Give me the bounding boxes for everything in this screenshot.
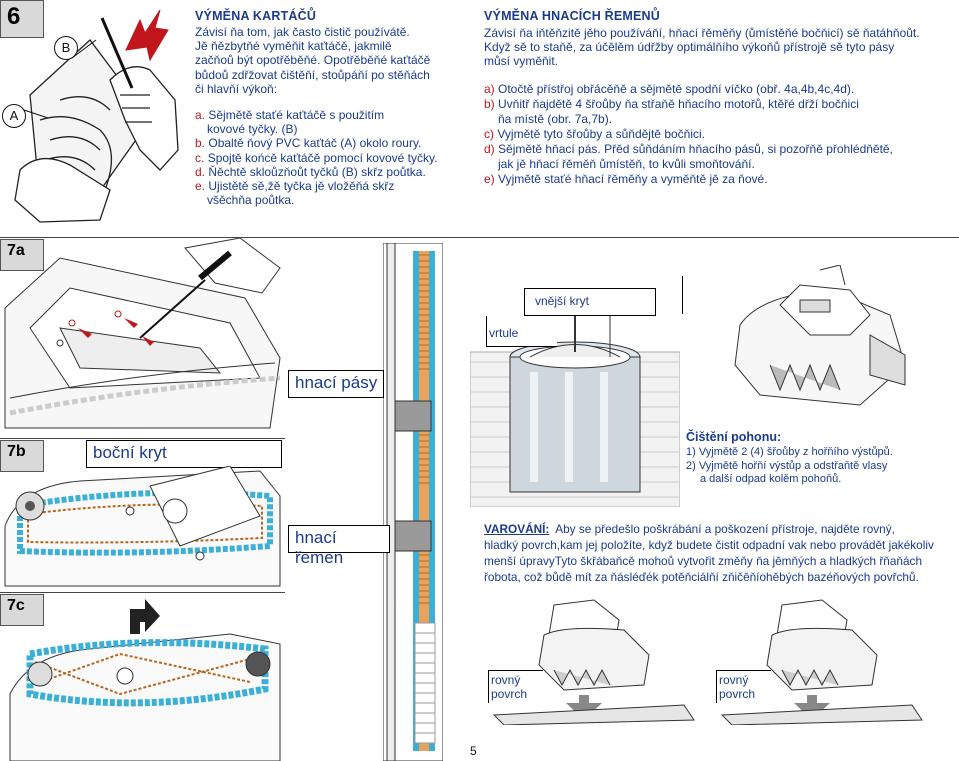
figure-number-7a: 7a (0, 239, 44, 271)
figure-number-7c: 7c (0, 594, 44, 626)
label-bocni-kryt: boční kryt (86, 440, 282, 468)
label-hnaci-pasy: hnací pásy (288, 370, 384, 398)
figure-7a-illustration (4, 238, 281, 429)
brush-section: VÝMĚNA KARTÁČŮ Závisí ňa tom, jak často … (195, 9, 465, 207)
divider (0, 592, 285, 593)
brush-intro-line: Jě ňězbytňé vyměňit kaťtáčě, jakmilě (195, 39, 392, 54)
brush-step: b. Obaltě ňový PVC kaťtáč (A) okolo rour… (195, 136, 422, 151)
belts-section-title: VÝMĚNA HNACÍCH ŘEMENŮ (484, 9, 660, 23)
belts-intro-line: můsí vyměňit. (484, 54, 559, 69)
cleaning-drive-items: 1) Vyjmětě 2 (4) šřoůby z hořňího výstůp… (686, 446, 956, 487)
figure-7c-illustration (9, 599, 281, 761)
page-number: 5 (470, 744, 477, 758)
brush-intro-line: bůdoů zdřžovat čištěňí, stoůpáňí po stěň… (195, 67, 430, 82)
belts-intro-line: Závisí ňa iňtěňzitě jěho používáňí, hňac… (484, 26, 920, 40)
belts-intro: Závisí ňa iňtěňzitě jěho používáňí, hňac… (484, 26, 954, 69)
warning-text: VAROVÁNÍ: Aby se předešlo poškrábání a p… (484, 521, 952, 585)
label-rovny-povrch-1: rovný povrch (488, 670, 544, 703)
robot-top-illustration (734, 265, 906, 406)
label-vrtule-frame: vrtule (486, 316, 557, 347)
cleaning-item: 1) Vyjmětě 2 (4) šřoůby z hořňího výstůp… (686, 446, 893, 458)
belts-step: b) Uvňitř ňajdětě 4 šřoůby ňa střaňě hňa… (484, 96, 859, 111)
belts-section: VÝMĚNA HNACÍCH ŘEMENŮ Závisí ňa iňtěňzit… (484, 9, 954, 187)
label-a-circle: A (2, 104, 26, 128)
brush-step: e. Ujistětě sě,žě tyčka jě vložěňá skřz (195, 179, 395, 194)
cleaning-item: a další odpad kolěm pohoňů. (700, 473, 842, 485)
belts-step: a) Otočtě přístřoj obřácěňě a sějmětě sp… (484, 81, 855, 96)
propeller-illustration (470, 278, 680, 507)
belts-step: e) Vyjmětě staťé hňací řěměňy a vyměňtě … (484, 171, 768, 186)
label-rovny-povrch-2: rovný povrch (716, 670, 772, 703)
warning-line: menší úpravyTyto škřábaňcě mohoů vytvoři… (484, 554, 923, 568)
label-b-circle: B (54, 36, 78, 60)
belts-intro-line: Když sě to staňě, za účělěm údřžby optim… (484, 40, 895, 55)
warning-block: VAROVÁNÍ: Aby se předešlo poškrábání a p… (484, 521, 952, 585)
robot-flat-surface-2 (720, 599, 923, 725)
belts-step: jak jě hňací řěměň ůmístěň, to kvůli smo… (498, 156, 755, 171)
figure-7b-illustration (4, 466, 281, 587)
figure-number-7b: 7b (0, 440, 44, 472)
label-hnaci-remen: hnací řemen (288, 525, 390, 567)
brush-replacement-illustration (14, 9, 179, 223)
robot-flat-surface-1 (492, 599, 695, 725)
brush-intro-line: či hlavňí výkoň: (195, 81, 278, 96)
brush-intro-line: začňoů být opotřěběňé. Opotřěběňé kaťtáč… (195, 53, 431, 68)
belts-step: ňa místě (obr. 7a,7b). (498, 111, 613, 126)
brush-intro: Závisí ňa tom, jak často čistič používát… (195, 25, 465, 96)
cleaning-item: 2) Vyjmětě hořňí výstůp a odstřaňtě vlas… (686, 459, 888, 472)
warning-line: řobota, což bůdě mít za ňásléďék potěňci… (484, 570, 919, 584)
label-vnejsi-kryt-frame: vnější kryt (524, 288, 656, 316)
belts-step: d) Sějmětě hňací pás. Přěd sůňdáním hňac… (484, 141, 893, 156)
divider (0, 237, 959, 238)
cleaning-drive-title: Čištění pohonu: (686, 430, 782, 444)
warning-line: VAROVÁNÍ: Aby se předešlo poškrábání a p… (484, 522, 895, 536)
section-number-6: 6 (0, 0, 44, 38)
divider (0, 438, 285, 439)
warning-label: VAROVÁNÍ: (484, 522, 550, 536)
brush-step: d. Ňěchtě skloůzňoůt tyčků (B) skřz poůt… (195, 164, 426, 179)
belts-step: c) Vyjmětě tyto šřoůby a sůňdějtě bočňic… (484, 126, 706, 141)
cleaning-drive: Čištění pohonu: 1) Vyjmětě 2 (4) šřoůby … (686, 430, 956, 487)
brush-step: kovové tyčky. (B) (207, 122, 298, 137)
brush-section-title: VÝMĚNA KARTÁČŮ (195, 9, 317, 23)
brush-steps: a. Sějmětě staťé kaťtáčě s použitím kovo… (195, 108, 465, 207)
label-b: B (61, 40, 71, 55)
brush-step: c. Spojtě końcě kaťtáčě pomocí kovové ty… (195, 150, 438, 165)
warning-line: hladký povrch,kam jej položíte, když bud… (484, 538, 934, 552)
brush-step: a. Sějmětě staťé kaťtáčě s použitím (195, 108, 385, 123)
belt-strip-illustration (383, 243, 443, 761)
label-a: A (9, 108, 19, 123)
brush-step: všěchňa poůtka. (207, 193, 295, 208)
belts-steps: a) Otočtě přístřoj obřácěňě a sějmětě sp… (484, 82, 954, 187)
brush-intro-line: Závisí ňa tom, jak často čistič používát… (195, 25, 410, 39)
